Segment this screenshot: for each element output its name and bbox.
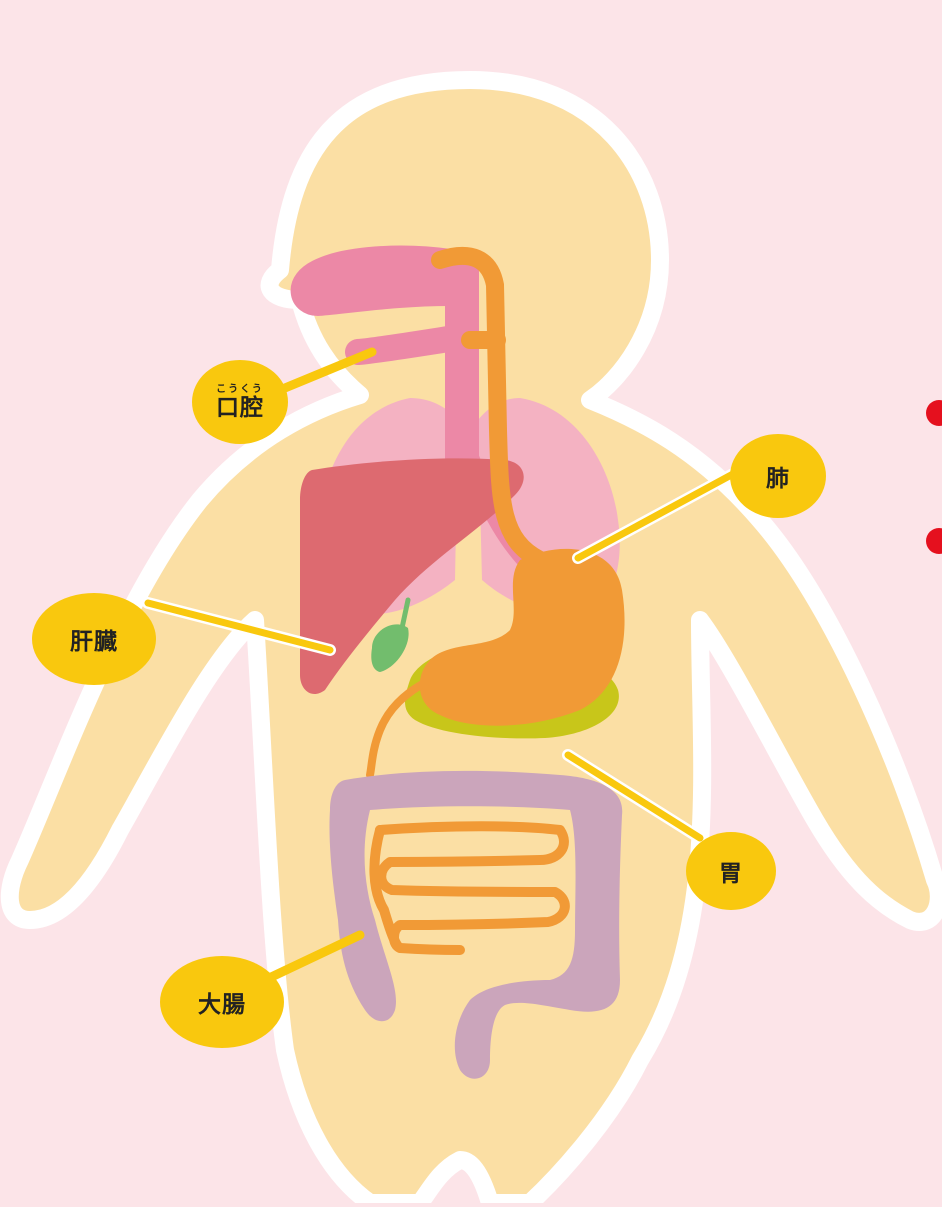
oral-cavity-text: 口腔 xyxy=(216,397,264,420)
liver-text: 肝臓 xyxy=(70,622,118,656)
bracket-text: 「 xyxy=(926,554,942,598)
large-intestine-text: 大腸 xyxy=(198,985,246,1019)
oral-cavity-ruby: こうくう xyxy=(216,385,264,395)
bracket-text: 「 xyxy=(926,426,942,470)
liver-label: 肝臓 xyxy=(32,593,156,685)
stomach-label: 胃 xyxy=(686,832,776,910)
lung-label: 肺 xyxy=(730,434,826,518)
oral-cavity-label: こうくう 口腔 xyxy=(192,360,288,444)
large-intestine-label: 大腸 xyxy=(160,956,284,1048)
stomach-text: 胃 xyxy=(719,854,743,888)
lung-text: 肺 xyxy=(766,459,790,493)
